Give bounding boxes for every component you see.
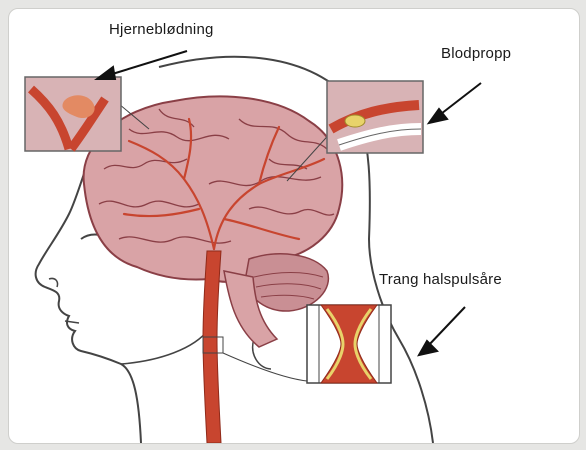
label-narrowed-carotid: Trang halspulsåre	[379, 271, 502, 288]
inset-hemorrhage	[25, 77, 121, 151]
label-blood-clot: Blodpropp	[441, 45, 511, 62]
stroke-diagram	[9, 9, 579, 443]
chin-line	[121, 329, 209, 364]
label-hemorrhage: Hjerneblødning	[109, 21, 214, 38]
inset-clot	[327, 81, 423, 153]
nostril	[49, 278, 58, 287]
inset-carotid	[307, 305, 391, 383]
diagram-frame: Hjerneblødning Blodpropp Trang halspulså…	[8, 8, 580, 444]
carotid-artery	[203, 251, 221, 443]
